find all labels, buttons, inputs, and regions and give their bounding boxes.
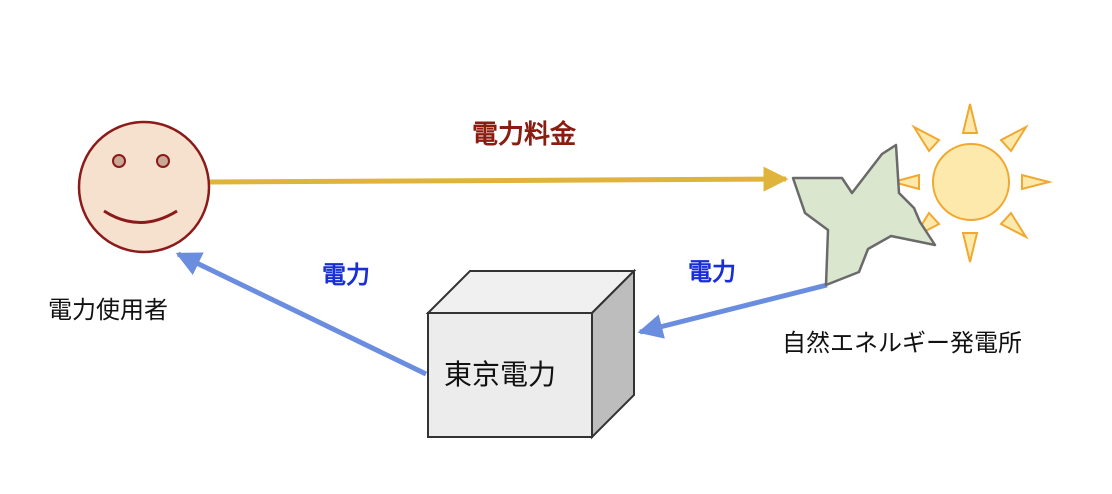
user-label: 電力使用者 bbox=[48, 296, 168, 324]
power-arrow-to-utility bbox=[637, 282, 828, 339]
payment-arrow bbox=[209, 166, 789, 192]
right-eye bbox=[156, 154, 170, 168]
power-arrow-to-user bbox=[175, 251, 428, 377]
left-eye bbox=[112, 154, 126, 168]
box-front-face bbox=[427, 312, 593, 438]
power-to-utility-label: 電力 bbox=[688, 258, 736, 286]
station-label: 自然エネルギー発電所 bbox=[782, 329, 1022, 357]
payment-label: 電力料金 bbox=[472, 120, 577, 150]
3d-box-icon bbox=[425, 268, 637, 440]
smiley-face-icon bbox=[77, 120, 211, 254]
power-to-user-label: 電力 bbox=[322, 261, 370, 289]
mouth bbox=[103, 209, 178, 224]
sun-icon bbox=[889, 103, 1053, 263]
wind-turbine-icon bbox=[791, 143, 937, 287]
utility-label: 東京電力 bbox=[444, 358, 557, 391]
